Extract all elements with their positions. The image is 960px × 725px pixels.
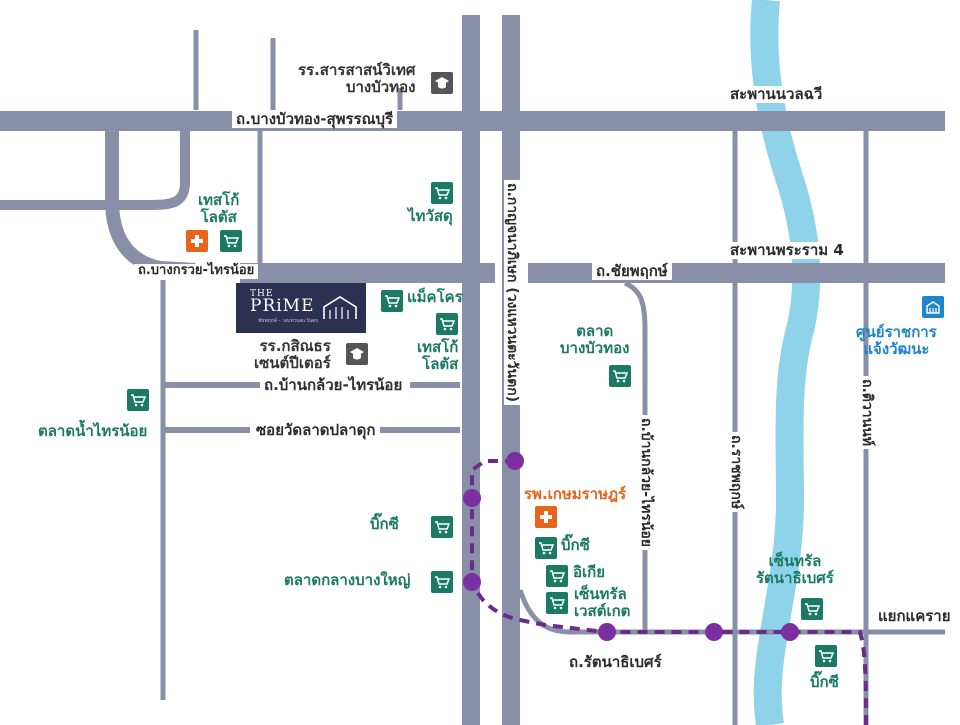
metro-station [781, 623, 799, 641]
school-label-sarasas: รร.สารสาสน์วิเทศ บางบัวทอง [298, 61, 416, 97]
metro-station [598, 623, 616, 641]
road-label-ban-kluai-sai-noi-vertical: ถ.บ้านกล้วย-ไทรน้อย [637, 415, 654, 551]
place-label-bigc-3: บิ๊กซี [810, 673, 839, 691]
shopping-cart-icon [220, 230, 242, 252]
shopping-cart-icon [381, 290, 403, 312]
shopping-cart-icon [801, 598, 823, 620]
graduation-cap-icon [346, 343, 368, 365]
school-label-st-peter: รร.กสิณธร เซนต์ปีเตอร์ [254, 337, 331, 373]
the-prime-logo: THE PRiME ชัยพฤกษ์ - วงแหวนตะวันตก [236, 283, 366, 333]
shopping-cart-icon [431, 516, 453, 538]
place-label-kasemrad: รพ.เกษมราษฎร์ [524, 485, 627, 503]
shopping-cart-icon [546, 565, 568, 587]
logo-line2: PRiME [250, 296, 315, 316]
logo-line3: ชัยพฤกษ์ - วงแหวนตะวันตก [258, 318, 319, 324]
roads [0, 15, 945, 725]
place-label-tesco-lotus-2: เทสโก้ โลตัส [417, 338, 459, 374]
metro-station [705, 623, 723, 641]
place-label-talad-bangbuathong: ตลาด บางบัวทอง [560, 322, 630, 358]
shopping-cart-icon [431, 571, 453, 593]
place-label-tesco-lotus-1: เทสโก้ โลตัส [198, 191, 240, 227]
place-label-makro: แม็คโคร [407, 288, 463, 306]
road-label-rattanathibet: ถ.รัตนาธิเบศร์ [565, 653, 666, 672]
road-west-curve [0, 121, 190, 210]
road-label-ban-kluai-sai-noi: ถ.บ้านกล้วย-ไทรน้อย [260, 376, 407, 395]
place-label-bigc-1: บิ๊กซี [370, 515, 399, 533]
bridge-label-nonthaburi: สะพานนวลฉวี [726, 85, 827, 104]
bridge-label-rama4: สะพานพระราม 4 [726, 241, 848, 260]
building-icon [922, 296, 944, 318]
place-label-talad-klang-bang-yai: ตลาดกลางบางใหญ่ [284, 571, 411, 589]
chao-phraya-river [750, 0, 821, 725]
shopping-cart-icon [815, 645, 837, 667]
place-label-central-westgate: เซ็นทรัล เวสต์เกต [574, 585, 631, 621]
medical-cross-icon [186, 230, 208, 252]
metro-station [506, 452, 524, 470]
logo-line1: THE [250, 289, 274, 299]
road-label-kanchanaphisek: ถ.กาญจนาภิเษก (วงแหวนตะวันตก) [503, 180, 520, 406]
road-label-soi-wat-lat-pla-duk: ซอยวัดลาดปลาดุก [252, 421, 380, 440]
place-label-central-rattanathibet: เซ็นทรัล รัตนาธิเบศร์ [756, 552, 834, 588]
road-ban-kluai-sai-noi-v [623, 280, 648, 630]
road-label-bangbuathong-suphan: ถ.บางบัวทอง-สุพรรณบุรี [232, 110, 398, 129]
medical-cross-icon [535, 506, 557, 528]
place-label-gov-center: ศูนย์ราชการ แจ้งวัฒนะ [856, 323, 937, 359]
shopping-cart-icon [127, 389, 149, 411]
place-label-talad-nam-sai-noi: ตลาดน้ำไทรน้อย [38, 422, 148, 440]
road-label-chaiyaphruek: ถ.ชัยพฤกษ์ [592, 262, 672, 281]
place-label-ikea: อิเกีย [573, 563, 606, 581]
metro-station [463, 489, 481, 507]
junction-label-khae-rai: แยกแคราย [874, 607, 955, 626]
house-icon [323, 296, 357, 319]
shopping-cart-icon [609, 365, 631, 387]
metro-station [463, 573, 481, 591]
road-label-ratchaphruek: ถ.ราชพฤกษ์ [727, 432, 744, 513]
shopping-cart-icon [535, 537, 557, 559]
purple-line-metro [463, 452, 868, 725]
road-label-bang-kruai-sai-noi: ถ.บางกรวย-ไทรน้อย [134, 263, 259, 279]
place-label-bigc-2: บิ๊กซี [561, 536, 590, 554]
road-label-tiwanon: ถ.ติวานนท์ [858, 376, 875, 449]
graduation-cap-icon [431, 72, 453, 94]
place-label-thaiwatsadu: ไทวัสดุ [408, 207, 453, 225]
shopping-cart-icon [546, 592, 568, 614]
shopping-cart-icon [431, 182, 453, 204]
shopping-cart-icon [436, 313, 458, 335]
